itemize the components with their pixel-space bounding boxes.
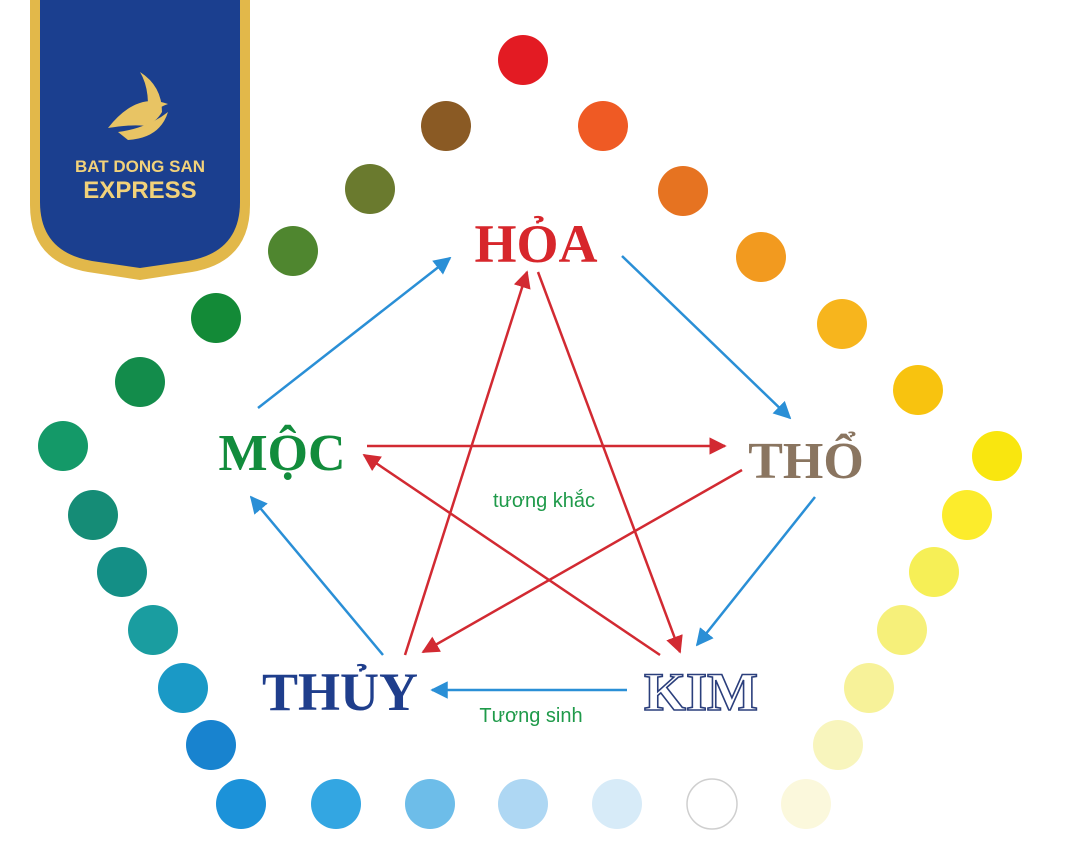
color-dot [736,232,786,282]
arrow-tho-to-thuy [421,468,743,654]
color-dot [158,663,208,713]
label-kim: KIM [644,662,758,722]
arrow-tho-to-kim [695,496,816,647]
color-dot [893,365,943,415]
color-dot [877,605,927,655]
color-dot [942,490,992,540]
label-hoa: HỎA [474,214,597,274]
color-dot [216,779,266,829]
label-moc: MỘC [218,424,345,482]
arrow-thuy-to-moc [249,495,384,656]
color-dot [578,101,628,151]
color-dot-ring [38,35,1022,830]
logo-text-line2: EXPRESS [83,177,196,204]
arrow-thuy-to-hoa [403,270,531,656]
arrow-hoa-to-tho [621,255,792,420]
color-dot [844,663,894,713]
color-dot [813,720,863,770]
color-dot [268,226,318,276]
caption-tuong-khac: tương khắc [493,489,595,512]
caption-tuong-sinh: Tương sinh [479,705,582,727]
color-dot [345,164,395,214]
color-dot [405,779,455,829]
arrow-moc-to-hoa [257,256,452,409]
color-dot [817,299,867,349]
label-thuy: THỦY [262,662,418,722]
color-dot [68,490,118,540]
color-dot [97,547,147,597]
color-dot [592,779,642,829]
color-dot [115,357,165,407]
color-dot [186,720,236,770]
arrow-hoa-to-kim [536,271,683,654]
color-dot [972,431,1022,481]
color-dot [686,778,738,830]
color-dot [498,779,548,829]
color-dot [781,779,831,829]
color-dot [38,421,88,471]
sinh-arrows [249,255,816,699]
color-dot [909,547,959,597]
arrow-kim-to-moc [362,453,661,657]
bird-logo-icon [108,72,168,140]
color-dot [191,293,241,343]
brand-logo: BAT DONG SAN EXPRESS [30,0,250,280]
color-dot [421,101,471,151]
logo-text-line1: BAT DONG SAN [75,157,205,176]
color-dot [658,166,708,216]
color-dot [128,605,178,655]
color-dot [311,779,361,829]
khac-arrows [362,270,743,657]
color-dot [498,35,548,85]
label-tho: THỔ [748,431,864,490]
